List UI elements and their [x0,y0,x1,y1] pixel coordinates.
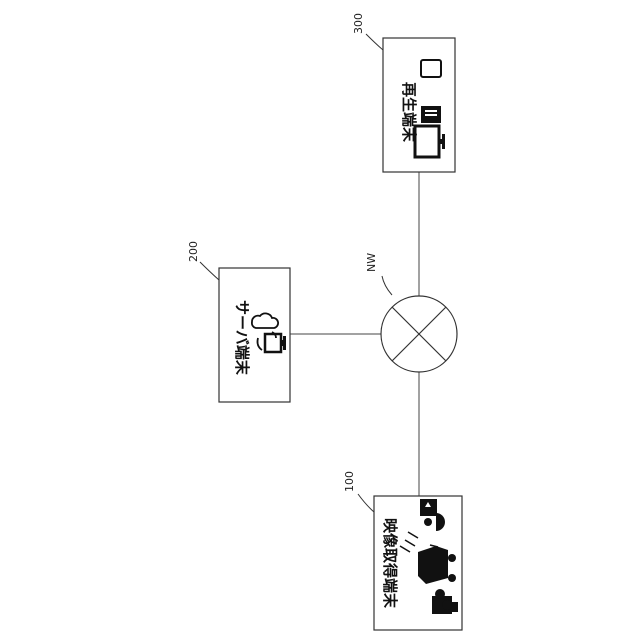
image-terminal-ref: 100 [343,471,356,492]
server-terminal: 200 サーバ端末 [187,241,290,402]
network-label: NW [365,253,378,272]
server-label: サーバ端末 [233,300,251,376]
network-node: NW [365,253,457,372]
image-terminal-label: 映像取得端末 [381,518,399,609]
desktop-tower-icon [421,106,441,123]
image-acquisition-terminal: 100 映像取得端末 [343,471,462,630]
server-ref: 200 [187,241,200,262]
playback-terminal-box [383,38,455,172]
playback-terminal: 300 再生端末 [352,13,455,172]
playback-ref: 300 [352,13,365,34]
